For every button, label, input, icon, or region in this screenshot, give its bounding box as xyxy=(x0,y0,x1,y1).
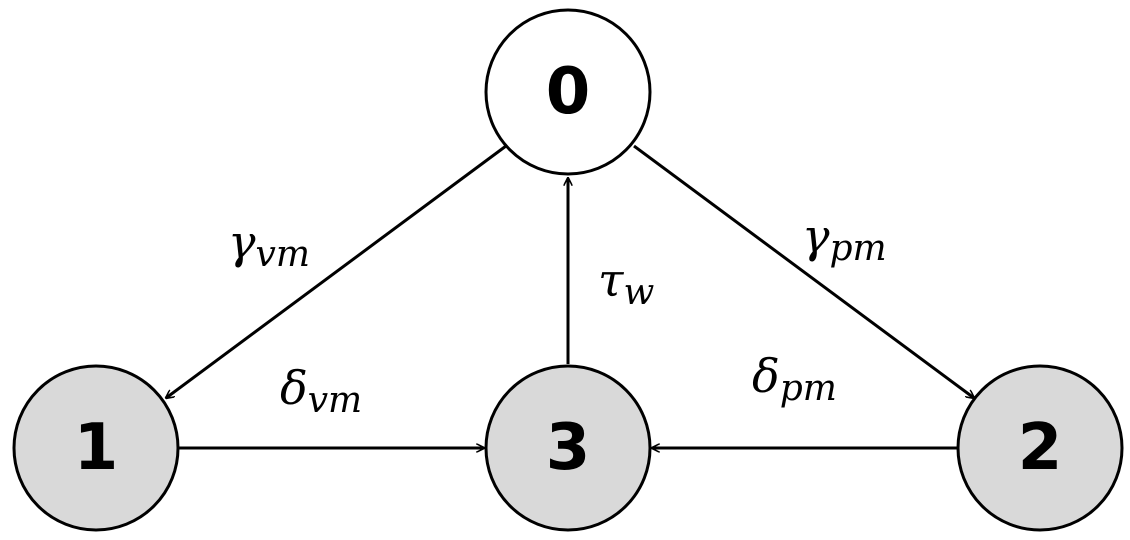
node-3-label: 3 xyxy=(546,411,591,485)
edge-label-0-to-1: γvm xyxy=(228,215,310,275)
node-3: 3 xyxy=(484,364,652,532)
edge-label-2-to-3-symbol: δ xyxy=(752,349,780,403)
node-0-circle xyxy=(484,8,652,176)
node-2-circle xyxy=(956,364,1124,532)
node-2-label: 2 xyxy=(1018,411,1063,485)
edge-label-0-to-1-subscript: vm xyxy=(256,234,310,275)
edge-label-0-to-2-symbol: γ xyxy=(802,209,830,263)
edge-label-1-to-3-symbol: δ xyxy=(280,361,308,415)
edge-label-0-to-2-subscript: pm xyxy=(830,228,887,269)
node-1-label: 1 xyxy=(74,411,119,485)
node-3-circle xyxy=(484,364,652,532)
edge-0-to-1 xyxy=(166,144,507,398)
edge-label-2-to-3-subscript: pm xyxy=(780,368,837,409)
node-0: 0 xyxy=(484,8,652,176)
edge-label-0-to-1-symbol: γ xyxy=(228,215,256,269)
node-1: 1 xyxy=(12,364,180,532)
edge-label-3-to-0-subscript: w xyxy=(623,272,654,313)
edge-label-1-to-3-subscript: vm xyxy=(308,380,362,421)
node-0-label: 0 xyxy=(546,55,591,129)
edge-label-2-to-3: δpm xyxy=(752,349,837,409)
edge-0-to-2 xyxy=(633,144,974,398)
node-1-circle xyxy=(12,364,180,532)
edge-label-1-to-3: δvm xyxy=(280,361,362,421)
node-2: 2 xyxy=(956,364,1124,532)
edge-label-0-to-2: γpm xyxy=(802,209,887,269)
edge-label-3-to-0: τw xyxy=(598,253,654,313)
edge-label-3-to-0-symbol: τ xyxy=(598,253,625,307)
